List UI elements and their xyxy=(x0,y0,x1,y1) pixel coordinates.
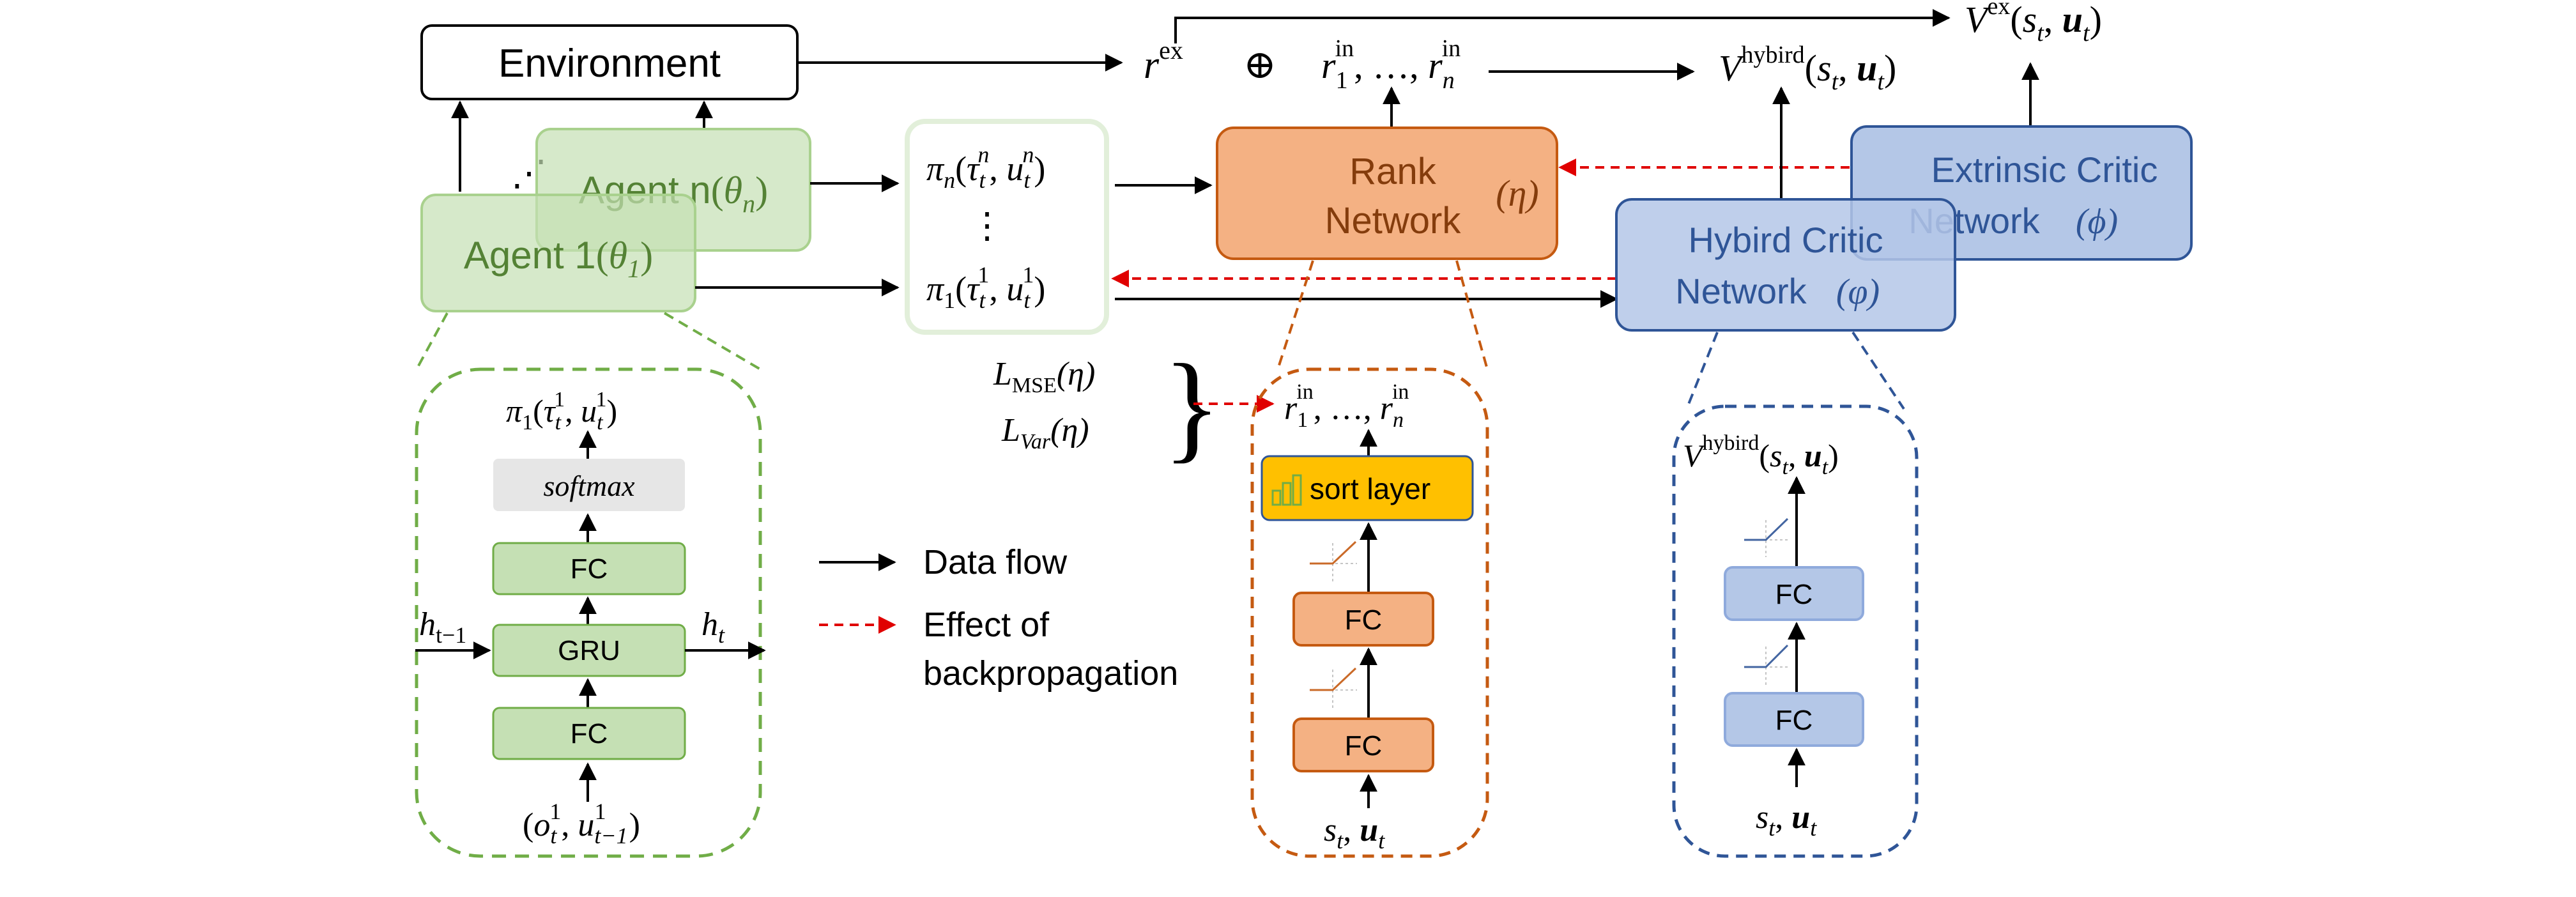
hybird-critic-line2: Network xyxy=(1675,271,1807,311)
agent-fc-bottom-label: FC xyxy=(571,718,608,749)
softmax-box xyxy=(493,459,685,511)
hybird-critic-box: Hybird Critic Network (φ) xyxy=(1615,198,1956,332)
rank-zoom-line-left xyxy=(1276,260,1314,370)
critic-fc-bottom-label: FC xyxy=(1775,705,1813,736)
agent-1-box: Agent 1(θ1) xyxy=(420,194,696,312)
svg-text:rex: rex xyxy=(1144,36,1183,87)
loss-mse: LMSE(η) xyxy=(993,356,1095,397)
agent-zoom-line-right xyxy=(663,312,762,371)
sort-layer-label: sort layer xyxy=(1310,472,1430,505)
rank-network-box: Rank Network (η) xyxy=(1216,126,1558,260)
critic-detail-panel: Vhybird(st, ut) FC FC st, ut xyxy=(1672,404,1919,858)
h-prev-label: ht−1 xyxy=(419,606,466,648)
hybird-critic-line1: Hybird Critic xyxy=(1689,220,1883,260)
rank-fc-top-box xyxy=(1292,592,1434,647)
policy-box: πn(τtn, utn) ⋮ π1(τt1, ut1) xyxy=(905,119,1109,335)
softmax-label: softmax xyxy=(543,470,635,502)
svg-text:Agent 1(θ1): Agent 1(θ1) xyxy=(464,234,653,283)
gru-label: GRU xyxy=(558,635,620,666)
rank-zoom-line-right xyxy=(1455,260,1489,370)
critic-zoom-line-left xyxy=(1685,332,1719,410)
agent-fc-bottom-box xyxy=(492,707,686,760)
extrinsic-critic-line1: Extrinsic Critic xyxy=(1931,150,2158,190)
v-ex-top: Vex(st, ut) xyxy=(1965,0,2102,47)
extrinsic-critic-param: (ϕ) xyxy=(2076,202,2118,241)
rank-detail-input: st, ut xyxy=(1324,812,1385,854)
bar-chart-icon xyxy=(1271,474,1302,506)
losses: LMSE(η) LVar(η) } xyxy=(993,340,1275,474)
rank-fc-bottom-label: FC xyxy=(1345,730,1383,762)
agent-fc-top-label: FC xyxy=(571,553,608,585)
critic-fc-bottom-box xyxy=(1724,692,1864,747)
loss-var: LVar(η) xyxy=(1001,412,1089,454)
v-hybird-top: Vhybird(st, ut) xyxy=(1719,42,1896,95)
hybird-critic-param: (φ) xyxy=(1836,272,1880,312)
agent-fc-top-box xyxy=(492,542,686,595)
legend: Data flow Effect of backpropagation xyxy=(819,543,1178,693)
agent-zoom-line-left xyxy=(415,312,448,370)
critic-relu-icon-bottom xyxy=(1744,644,1789,685)
critic-zoom-line-right xyxy=(1851,331,1905,410)
legend-data-flow-label: Data flow xyxy=(923,543,1068,581)
svg-text:r1in, …, rnin: r1in, …, rnin xyxy=(1321,35,1460,94)
sort-layer-box xyxy=(1261,455,1474,521)
critic-detail-input: st, ut xyxy=(1756,799,1817,841)
svg-text:Vex(st, ut): Vex(st, ut) xyxy=(1965,0,2102,47)
agent-detail-input: (ot1, ut−11) xyxy=(523,799,640,848)
critic-fc-top-box xyxy=(1724,566,1864,621)
policy-vdots: ⋮ xyxy=(969,206,1005,246)
environment-box: Environment xyxy=(420,24,799,100)
svg-text:πn(τtn, utn): πn(τtn, utn) xyxy=(926,142,1045,193)
agent-detail-output: π1(τt1, ut1) xyxy=(506,388,617,434)
critic-relu-icon-top xyxy=(1744,518,1789,557)
intrinsic-rewards-top: r1in, …, rnin xyxy=(1321,35,1460,94)
extrinsic-reward: rex xyxy=(1144,36,1183,87)
rex-to-vex-arrow xyxy=(1174,9,1951,43)
relu-icon-bottom xyxy=(1310,667,1357,708)
loss-brace: } xyxy=(1163,340,1221,474)
critic-fc-top-label: FC xyxy=(1775,579,1813,610)
rank-detail-panel: r1in, …, rnin sort layer FC FC st, xyxy=(1250,367,1489,858)
rank-detail-output: r1in, …, rnin xyxy=(1284,380,1409,432)
legend-backprop-line2: backpropagation xyxy=(923,654,1178,693)
rank-network-line1: Rank xyxy=(1349,151,1436,192)
svg-text:π1(τt1, ut1): π1(τt1, ut1) xyxy=(926,262,1045,313)
rank-fc-top-label: FC xyxy=(1345,604,1383,636)
rank-network-param: (η) xyxy=(1496,172,1538,214)
rank-fc-bottom-box xyxy=(1292,717,1434,772)
critic-detail-output: Vhybird(st, ut) xyxy=(1683,431,1839,479)
rank-network-line2: Network xyxy=(1325,200,1462,241)
h-next-label: ht xyxy=(702,606,725,648)
oplus-symbol: ⊕ xyxy=(1243,43,1276,87)
legend-backprop-line1: Effect of xyxy=(923,606,1050,644)
svg-text:Vhybird(st, ut): Vhybird(st, ut) xyxy=(1719,42,1896,95)
environment-label: Environment xyxy=(498,42,721,86)
relu-icon-top xyxy=(1310,540,1357,581)
agent-detail-panel: π1(τt1, ut1) softmax FC GRU ht−1 ht FC (… xyxy=(415,367,766,858)
